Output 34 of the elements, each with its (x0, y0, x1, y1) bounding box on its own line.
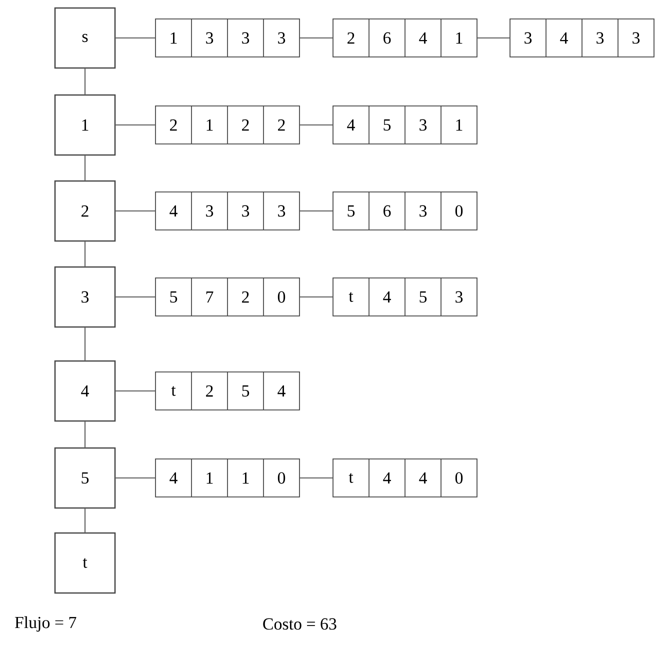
connector-line (115, 124, 156, 126)
connector-line (84, 508, 86, 533)
connector-line (84, 327, 86, 361)
list-head-box: 5 (54, 447, 116, 509)
result-label: Flujo = 7 (14, 616, 76, 632)
list-head-box: t (54, 532, 116, 594)
connector-line (84, 421, 86, 448)
record-box: 5 7 2 0 (155, 278, 300, 316)
connector-line (84, 241, 86, 267)
record-box: 1 3 3 3 (155, 18, 300, 58)
record-box: 4 1 1 0 (155, 458, 300, 498)
list-head-box: 1 (54, 94, 116, 156)
record-box: 2 1 2 2 (155, 106, 300, 144)
result-label: Costo = 63 (263, 618, 336, 630)
record-box: 4 3 3 3 (155, 192, 300, 230)
connector-line (84, 155, 86, 181)
list-head-box: s (54, 7, 116, 69)
list-head-box: 3 (54, 266, 116, 328)
connector-line (300, 124, 333, 126)
record-box: t 2 5 4 (155, 372, 300, 410)
record-box: t 4 5 3 (332, 278, 478, 316)
connector-line (300, 210, 333, 212)
connector-line (115, 296, 156, 298)
record-box: 5 6 3 0 (332, 192, 478, 230)
list-head-box: 4 (54, 360, 116, 422)
connector-line (300, 296, 333, 298)
record-box: 4 5 3 1 (332, 106, 478, 144)
connector-line (115, 210, 156, 212)
record-box: 2 6 4 1 (332, 18, 478, 58)
connector-line (84, 68, 86, 95)
list-head-box: 2 (54, 180, 116, 242)
record-box: 3 4 3 3 (510, 18, 654, 58)
record-box: t 4 4 0 (332, 458, 478, 498)
connector-line (115, 390, 156, 392)
